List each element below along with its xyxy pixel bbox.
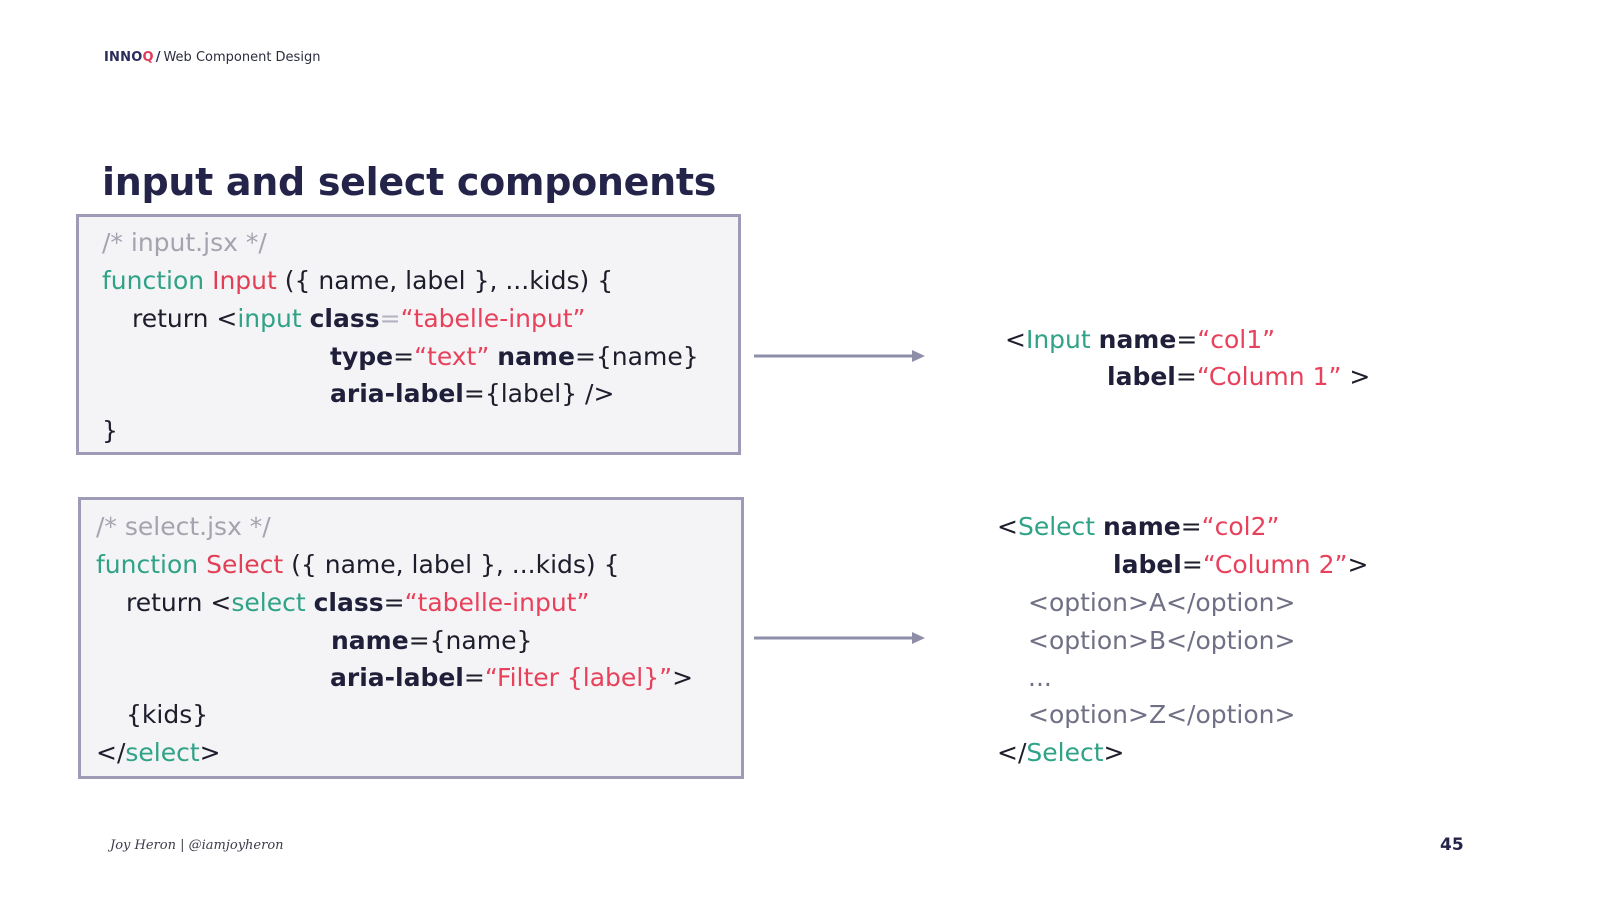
- open-bracket: <: [997, 512, 1018, 541]
- select-usage-closing: </Select>: [997, 734, 1124, 772]
- select-usage-line2: label=“Column 2”>: [1113, 546, 1368, 584]
- closing-brace: }: [102, 416, 118, 445]
- aria-value: “Filter {label}”: [484, 663, 673, 692]
- tag-name: input: [237, 304, 302, 333]
- label-value: “Column 1”: [1196, 362, 1342, 391]
- slide-header: INNOQ/Web Component Design: [104, 50, 320, 65]
- select-code-return: return <select class=“tabelle-input”: [126, 584, 589, 622]
- open-bracket: <: [1005, 325, 1026, 354]
- option-z: <option>Z</option>: [1028, 700, 1296, 729]
- arrow-right-icon: [754, 350, 925, 362]
- function-name: Input: [212, 266, 277, 295]
- attr-eq: =: [1180, 512, 1202, 541]
- component-tag: Select: [1017, 512, 1096, 541]
- attr-eq: =: [1176, 325, 1198, 354]
- input-usage-line1: <Input name=“col1”: [1005, 321, 1275, 359]
- name-value: “col2”: [1201, 512, 1280, 541]
- input-code-signature: function Input ({ name, label }, ...kids…: [102, 262, 613, 300]
- select-code-name: name={name}: [331, 622, 532, 660]
- options-ellipsis: ...: [1028, 663, 1052, 692]
- return-keyword: return <: [126, 588, 232, 617]
- function-keyword: function: [102, 266, 205, 295]
- label-value: “Column 2”: [1202, 550, 1348, 579]
- attr-eq: =: [393, 342, 415, 371]
- attr-name: name: [1103, 512, 1181, 541]
- closing-tag: Select: [1026, 738, 1104, 767]
- select-code-box: [78, 497, 744, 779]
- tag-close: >: [1347, 550, 1369, 579]
- input-code-type-name: type=“text” name={name}: [330, 338, 699, 376]
- input-code-box: [76, 214, 741, 455]
- select-usage-line1: <Select name=“col2”: [997, 508, 1279, 546]
- kids-expression: {kids}: [126, 700, 209, 729]
- slide-title: input and select components: [102, 160, 717, 204]
- name-expression: {name}: [429, 626, 533, 655]
- attr-class: class: [313, 588, 384, 617]
- code-comment: /* select.jsx */: [96, 512, 271, 541]
- closing-open: </: [96, 738, 126, 767]
- name-value: “col1”: [1197, 325, 1276, 354]
- attr-type: type: [330, 342, 394, 371]
- code-comment: /* input.jsx */: [102, 228, 267, 257]
- option-a: <option>A</option>: [1028, 588, 1296, 617]
- page-number: 45: [1440, 835, 1464, 855]
- closing-end: >: [199, 738, 221, 767]
- arrow-right-icon: [754, 632, 925, 644]
- class-value: “tabelle-input”: [400, 304, 586, 333]
- brand-q: Q: [142, 50, 154, 65]
- aria-expression: {label} />: [484, 379, 615, 408]
- select-code-comment: /* select.jsx */: [96, 508, 271, 546]
- attr-label: label: [1113, 550, 1182, 579]
- input-code-comment: /* input.jsx */: [102, 224, 267, 262]
- attr-eq: =: [408, 626, 430, 655]
- function-params: ({ name, label }, ...kids) {: [276, 266, 614, 295]
- input-code-return: return <input class=“tabelle-input”: [132, 300, 585, 338]
- footer-author: Joy Heron | @iamjoyheron: [110, 838, 284, 853]
- type-value: “text”: [414, 342, 490, 371]
- select-code-aria: aria-label=“Filter {label}”>: [330, 659, 693, 697]
- tag-close: >: [672, 663, 694, 692]
- attr-name: name: [1098, 325, 1177, 354]
- attr-aria-label: aria-label: [330, 379, 464, 408]
- closing-open: </: [997, 738, 1027, 767]
- input-code-aria: aria-label={label} />: [330, 375, 614, 413]
- option-b: <option>B</option>: [1028, 626, 1296, 655]
- class-value: “tabelle-input”: [404, 588, 590, 617]
- attr-aria-label: aria-label: [330, 663, 464, 692]
- name-expression: {name}: [595, 342, 699, 371]
- component-tag: Input: [1025, 325, 1091, 354]
- attr-eq: =: [1175, 362, 1197, 391]
- brand-main: INNO: [104, 50, 143, 65]
- closing-end: >: [1103, 738, 1125, 767]
- attr-class: class: [309, 304, 380, 333]
- tag-close: >: [1341, 362, 1371, 391]
- function-name: Select: [206, 550, 284, 579]
- attr-eq: =: [383, 588, 405, 617]
- attr-eq: =: [379, 304, 401, 333]
- attr-name: name: [331, 626, 409, 655]
- attr-name: name: [497, 342, 575, 371]
- attr-label: label: [1107, 362, 1176, 391]
- select-code-signature: function Select ({ name, label }, ...kid…: [96, 546, 620, 584]
- select-code-kids: {kids}: [126, 696, 208, 734]
- attr-eq: =: [1181, 550, 1203, 579]
- function-params: ({ name, label }, ...kids) {: [283, 550, 620, 579]
- input-code-close: }: [102, 412, 118, 450]
- attr-eq: =: [574, 342, 596, 371]
- closing-tag: select: [125, 738, 200, 767]
- function-keyword: function: [96, 550, 199, 579]
- brand-logo: INNOQ: [104, 50, 154, 65]
- attr-eq: =: [463, 663, 485, 692]
- return-keyword: return <: [132, 304, 238, 333]
- select-code-closing: </select>: [96, 734, 221, 772]
- header-slash: /: [155, 50, 161, 65]
- input-usage-line2: label=“Column 1” >: [1107, 358, 1370, 396]
- tag-name: select: [231, 588, 306, 617]
- attr-eq: =: [463, 379, 485, 408]
- deck-title: Web Component Design: [163, 50, 321, 65]
